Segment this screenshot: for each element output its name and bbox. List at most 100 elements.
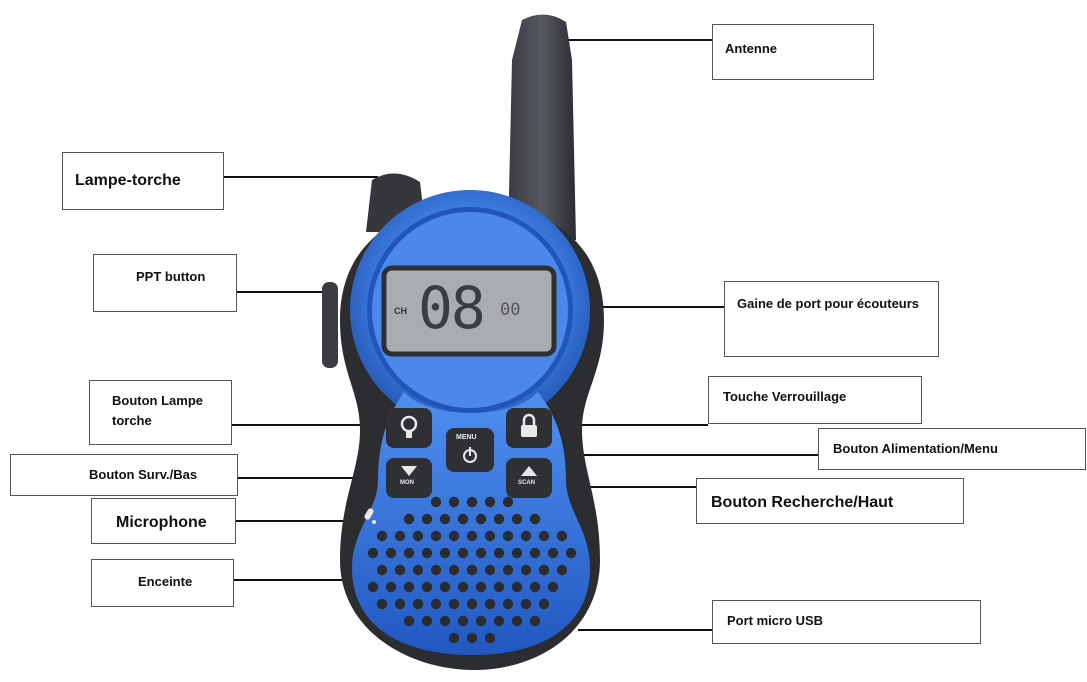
label-gaine-port: Gaine de port pour écouteurs <box>724 281 939 357</box>
speaker-hole <box>457 581 469 593</box>
speaker-hole <box>448 564 460 576</box>
speaker-hole <box>439 513 451 525</box>
speaker-grille <box>367 496 577 644</box>
speaker-hole <box>484 496 496 508</box>
speaker-hole <box>484 564 496 576</box>
speaker-hole <box>457 547 469 559</box>
speaker-hole <box>547 581 559 593</box>
speaker-hole <box>511 513 523 525</box>
lock-button <box>506 408 552 448</box>
speaker-hole <box>385 547 397 559</box>
speaker-hole <box>466 632 478 644</box>
speaker-hole <box>493 615 505 627</box>
scan-up-button <box>506 458 552 498</box>
speaker-hole <box>457 513 469 525</box>
speaker-hole <box>484 632 496 644</box>
speaker-hole <box>376 564 388 576</box>
label-bouton-recherche: Bouton Recherche/Haut <box>696 478 964 524</box>
speaker-hole <box>376 530 388 542</box>
monitor-down-button <box>386 458 432 498</box>
speaker-hole <box>511 581 523 593</box>
speaker-hole <box>367 547 379 559</box>
speaker-hole <box>367 581 379 593</box>
speaker-hole <box>439 615 451 627</box>
speaker-hole <box>412 598 424 610</box>
scan-key-label: SCAN <box>518 480 536 486</box>
speaker-hole <box>466 530 478 542</box>
speaker-hole <box>394 530 406 542</box>
label-ppt-button: PPT button <box>93 254 237 312</box>
speaker-hole <box>394 598 406 610</box>
speaker-hole <box>439 581 451 593</box>
speaker-hole <box>502 598 514 610</box>
speaker-hole <box>448 496 460 508</box>
lcd-ch-label: CH <box>394 306 407 316</box>
speaker-hole <box>403 513 415 525</box>
label-bouton-surv: Bouton Surv./Bas <box>10 454 238 496</box>
speaker-hole <box>493 547 505 559</box>
label-lampe-torche: Lampe-torche <box>62 152 224 210</box>
speaker-hole <box>484 598 496 610</box>
speaker-hole <box>376 598 388 610</box>
speaker-hole <box>412 530 424 542</box>
speaker-hole <box>394 564 406 576</box>
label-enceinte: Enceinte <box>91 559 234 607</box>
lcd-sub-digits: 00 <box>500 300 521 320</box>
speaker-hole <box>520 564 532 576</box>
antenna <box>508 14 576 245</box>
speaker-hole <box>511 615 523 627</box>
speaker-hole <box>565 547 577 559</box>
speaker-hole <box>403 581 415 593</box>
menu-key-label: MENU <box>456 434 477 441</box>
speaker-hole <box>430 530 442 542</box>
speaker-hole <box>430 496 442 508</box>
lcd-screen <box>381 265 557 357</box>
speaker-hole <box>448 598 460 610</box>
speaker-hole <box>529 615 541 627</box>
label-touche-verrouillage: Touche Verrouillage <box>708 376 922 424</box>
speaker-hole <box>493 513 505 525</box>
label-antenne: Antenne <box>712 24 874 80</box>
speaker-hole <box>493 581 505 593</box>
speaker-hole <box>502 564 514 576</box>
speaker-hole <box>430 564 442 576</box>
speaker-hole <box>529 581 541 593</box>
speaker-hole <box>421 581 433 593</box>
microphone-mark <box>364 508 376 524</box>
mon-key-label: MON <box>400 480 414 486</box>
speaker-hole <box>538 530 550 542</box>
speaker-hole <box>538 598 550 610</box>
speaker-hole <box>502 530 514 542</box>
speaker-hole <box>421 615 433 627</box>
speaker-hole <box>547 547 559 559</box>
speaker-hole <box>556 530 568 542</box>
speaker-hole <box>520 598 532 610</box>
speaker-hole <box>529 547 541 559</box>
speaker-hole <box>466 496 478 508</box>
speaker-hole <box>511 547 523 559</box>
speaker-hole <box>556 564 568 576</box>
label-bouton-alimentation: Bouton Alimentation/Menu <box>818 428 1086 470</box>
speaker-hole <box>385 581 397 593</box>
speaker-hole <box>529 513 541 525</box>
speaker-hole <box>448 530 460 542</box>
speaker-hole <box>412 564 424 576</box>
speaker-hole <box>538 564 550 576</box>
speaker-hole <box>475 615 487 627</box>
speaker-hole <box>484 530 496 542</box>
menu-power-button <box>446 428 494 472</box>
speaker-hole <box>475 581 487 593</box>
speaker-hole <box>475 513 487 525</box>
lcd-channel-digits: 08 <box>418 274 486 342</box>
ptt-side-button <box>322 282 338 368</box>
speaker-hole <box>421 513 433 525</box>
speaker-hole <box>403 547 415 559</box>
speaker-hole <box>502 496 514 508</box>
speaker-hole <box>421 547 433 559</box>
label-microphone: Microphone <box>91 498 236 544</box>
speaker-hole <box>439 547 451 559</box>
label-port-usb: Port micro USB <box>712 600 981 644</box>
speaker-hole <box>466 564 478 576</box>
speaker-hole <box>475 547 487 559</box>
